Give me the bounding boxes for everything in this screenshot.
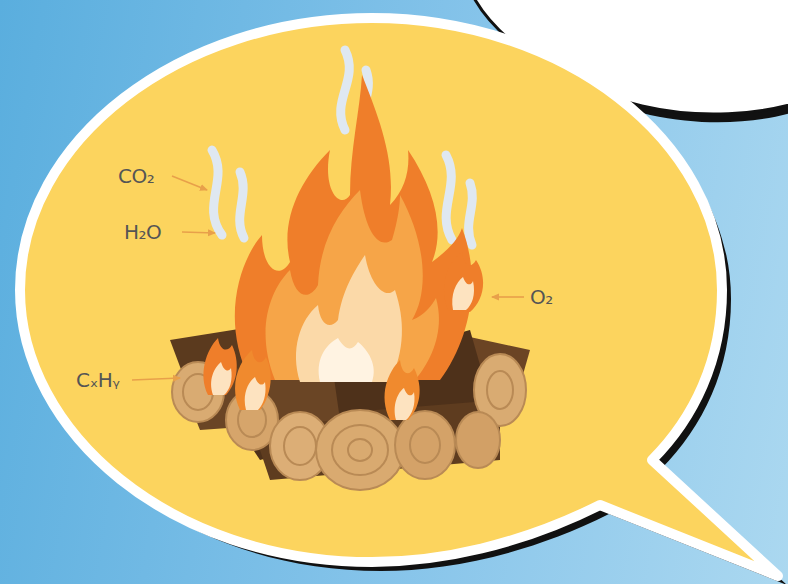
chem-label: CₓHᵧ bbox=[76, 368, 119, 392]
leader-arrow bbox=[132, 378, 180, 380]
chem-label: H₂O bbox=[124, 220, 161, 244]
leader-lines bbox=[132, 176, 524, 380]
leader-arrow bbox=[492, 296, 524, 298]
speech-bubble bbox=[20, 18, 778, 576]
flames bbox=[203, 75, 483, 420]
chem-label: O₂ bbox=[530, 285, 553, 309]
leader-arrow bbox=[172, 176, 207, 190]
leader-arrow bbox=[182, 232, 215, 233]
chem-label: CO₂ bbox=[118, 164, 154, 188]
